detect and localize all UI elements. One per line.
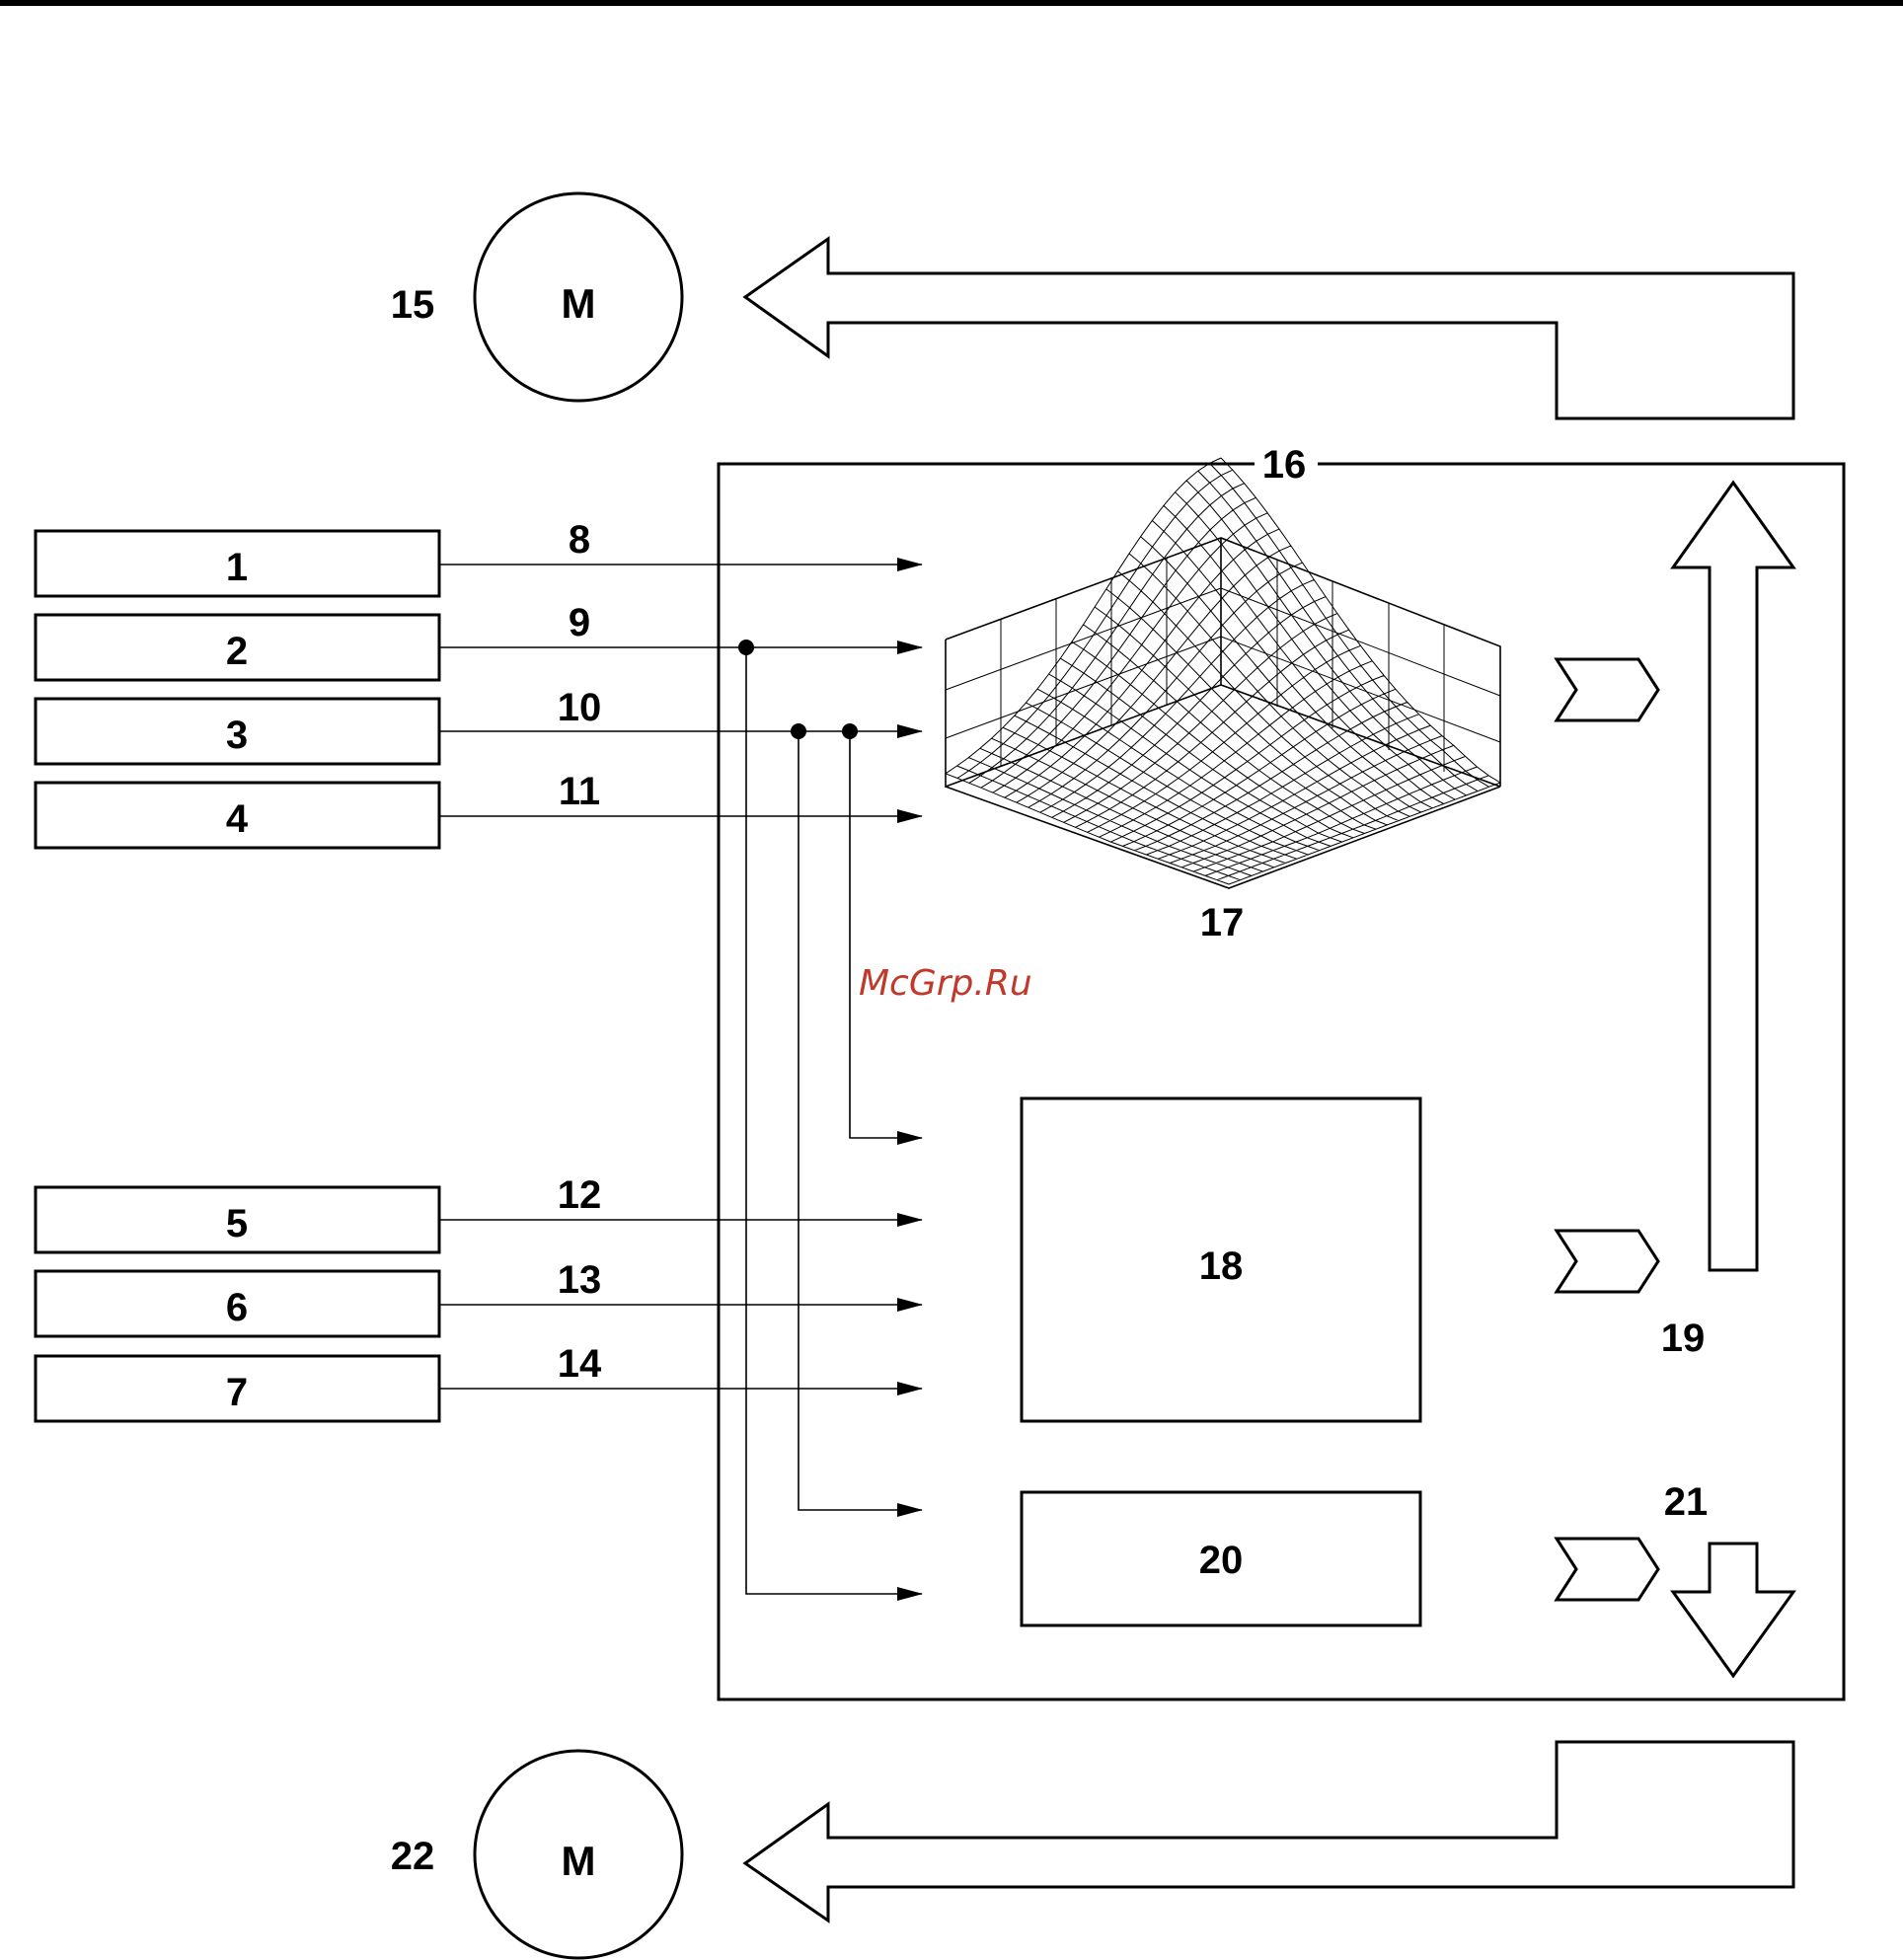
watermark: McGrp.Ru xyxy=(859,963,1032,1004)
chevron-output-18 xyxy=(1557,1231,1658,1292)
signal-label-11: 11 xyxy=(559,770,600,813)
output-down-label: 21 xyxy=(1664,1480,1709,1524)
input-box-2: 2 xyxy=(36,615,439,680)
map-label: 17 xyxy=(1200,901,1245,944)
block-18-label: 18 xyxy=(1199,1244,1244,1288)
output-up-arrow xyxy=(1673,483,1793,1270)
signal-label-13: 13 xyxy=(558,1258,602,1302)
top-return-arrow xyxy=(745,239,1793,418)
input-box-label: 7 xyxy=(226,1371,248,1414)
output-up-label: 19 xyxy=(1661,1317,1706,1360)
branch-line-to-20b xyxy=(746,647,922,1594)
motor-top-letter: M xyxy=(562,280,596,327)
input-box-1: 1 xyxy=(36,531,439,596)
chevron-output-20 xyxy=(1557,1539,1658,1600)
chevron-output-map xyxy=(1557,659,1658,720)
input-box-4: 4 xyxy=(36,783,439,848)
map-surface-mesh xyxy=(946,458,1500,884)
input-box-label: 1 xyxy=(226,546,248,589)
input-box-label: 4 xyxy=(226,797,249,841)
input-box-3: 3 xyxy=(36,699,439,764)
block-20: 20 xyxy=(1022,1492,1420,1625)
control-unit-number: 16 xyxy=(1262,443,1307,487)
branch-line-to-20a xyxy=(799,731,922,1510)
input-box-6: 6 xyxy=(36,1271,439,1336)
branch-line-to-18 xyxy=(850,731,922,1138)
output-down-arrow xyxy=(1673,1544,1793,1676)
motor-bottom-letter: M xyxy=(562,1838,596,1884)
map-frame xyxy=(946,538,1500,787)
motor-top-number: 15 xyxy=(391,283,435,327)
bottom-return-arrow xyxy=(745,1742,1793,1921)
input-box-label: 2 xyxy=(226,630,248,673)
signal-label-8: 8 xyxy=(569,518,590,562)
signal-label-10: 10 xyxy=(558,686,602,729)
map-floor-edge xyxy=(946,787,1500,888)
input-box-5: 5 xyxy=(36,1187,439,1252)
characteristic-map: 17 xyxy=(946,458,1500,944)
signal-label-9: 9 xyxy=(569,601,590,644)
input-box-label: 3 xyxy=(226,714,248,757)
block-18: 18 xyxy=(1022,1098,1420,1421)
top-border xyxy=(0,0,1903,6)
input-box-label: 5 xyxy=(226,1202,248,1245)
signal-label-14: 14 xyxy=(558,1342,602,1386)
block-20-label: 20 xyxy=(1199,1539,1244,1582)
input-box-label: 6 xyxy=(226,1286,248,1329)
input-box-7: 7 xyxy=(36,1356,439,1421)
map-mesh-lines xyxy=(946,458,1500,884)
motor-bottom-number: 22 xyxy=(391,1835,435,1878)
signal-label-12: 12 xyxy=(558,1173,602,1217)
